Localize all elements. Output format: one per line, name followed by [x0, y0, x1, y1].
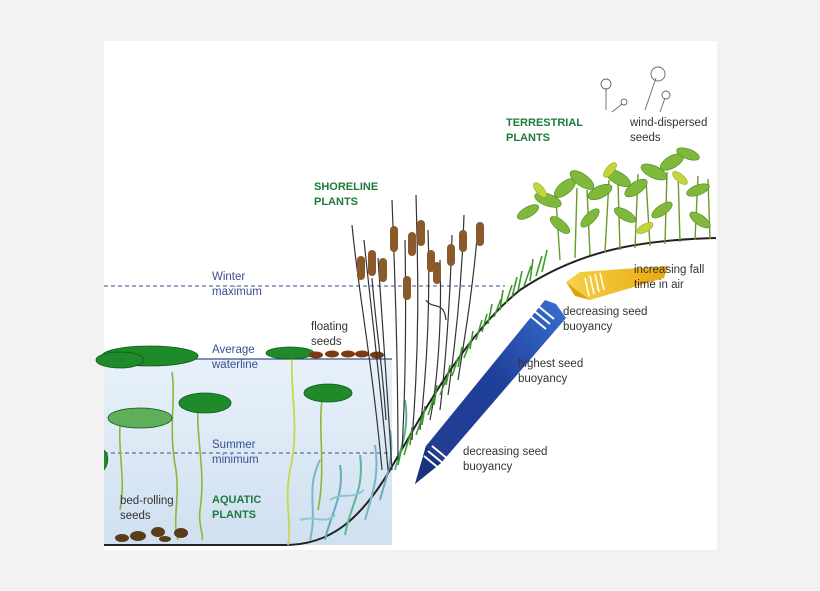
bed-rolling-seeds-label: bed-rolling seeds: [120, 495, 174, 522]
floating-seeds: [309, 350, 384, 359]
increasing-fall-time-label: increasing fall time in air: [634, 264, 705, 291]
summer-minimum-label: Summer minimum: [212, 439, 259, 466]
fall-time-arrow: [566, 266, 668, 300]
shoreline-plants-label: SHORELINE PLANTS: [314, 181, 379, 208]
bed-rolling-seeds: [115, 527, 188, 542]
winter-maximum-label: Winter maximum: [212, 271, 262, 298]
lily-pad: [107, 407, 173, 429]
shoreline-reeds: [351, 194, 484, 471]
decreasing-buoyancy-lower-label: decreasing seed buoyancy: [463, 446, 548, 473]
terrestrial-plants: [517, 147, 711, 261]
lily-pad: [178, 392, 232, 414]
average-waterline-label: Average waterline: [212, 344, 259, 371]
wind-dispersed-seeds-label: wind-dispersed seeds: [630, 117, 708, 144]
lily-pad: [303, 383, 353, 403]
wind-dispersed-seeds: [600, 66, 671, 113]
submerged-weeds: [299, 399, 408, 541]
highest-buoyancy-label: highest seed buoyancy: [518, 358, 584, 385]
floating-seeds-label: floating seeds: [311, 321, 349, 348]
aquatic-plants: [95, 345, 353, 546]
buoyancy-arrow: [415, 300, 566, 484]
aquatic-plants-label: AQUATIC PLANTS: [212, 494, 262, 521]
terrestrial-plants-label: TERRESTRIAL PLANTS: [506, 117, 583, 144]
lily-pad: [95, 351, 145, 369]
slope-grass: [397, 249, 548, 466]
decreasing-buoyancy-upper-label: decreasing seed buoyancy: [563, 306, 648, 333]
